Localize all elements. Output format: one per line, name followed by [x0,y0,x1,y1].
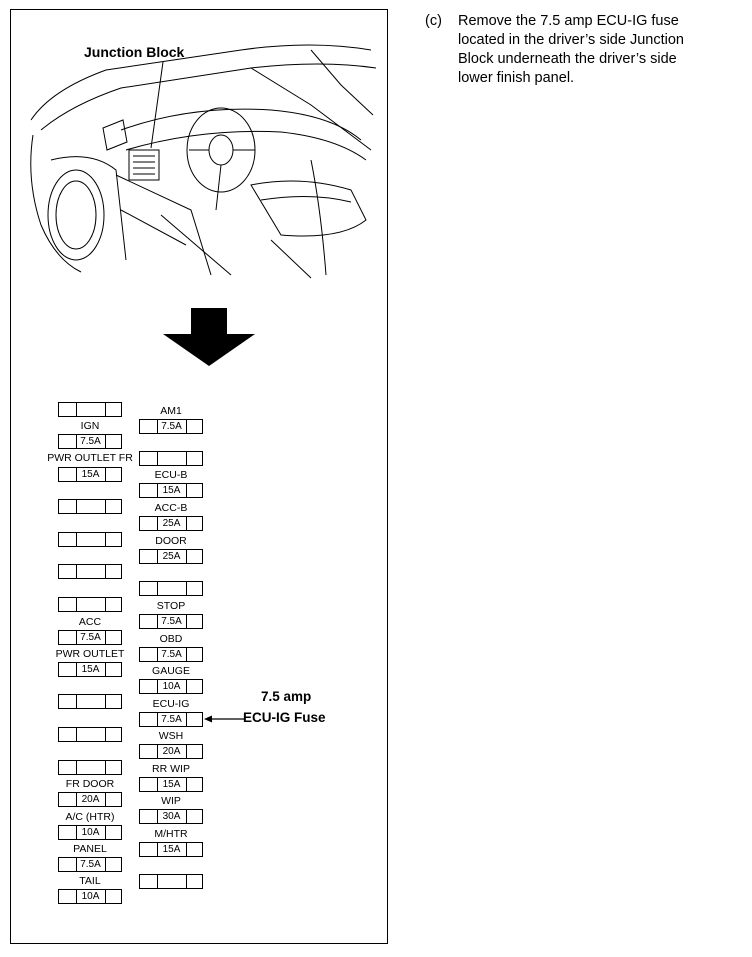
fuse-label-wip: WIP [161,795,181,807]
vehicle-interior-illustration [30,44,377,279]
junction-block-label: Junction Block [84,44,185,60]
fuse-label-stop: STOP [156,600,186,612]
fuse-label-ecu-b: ECU-B [154,469,188,481]
instruction-text: Remove the 7.5 amp ECU-IG fuse located i… [458,12,750,88]
callout-line1: 7.5 amp [261,689,312,704]
fuse-left-11 [58,727,122,742]
fuse-m-htr: 15A [139,842,203,857]
fuse-label-door: DOOR [155,535,187,547]
fuse-panel: 7.5A [58,857,122,872]
instruction-line-1: Remove the 7.5 amp ECU-IG fuse [458,13,679,29]
fuse-label-panel: PANEL [73,843,107,855]
callout-line2: ECU-IG Fuse [243,710,326,725]
fuse-label-obd: OBD [159,633,183,645]
fuse-left-1 [58,402,122,417]
fuse-pwr-outlet-fr: 15A [58,467,122,482]
fuse-left-5 [58,532,122,547]
step-number: (c) [425,13,442,29]
fuse-label-gauge: GAUGE [152,665,190,677]
fuse-right-6 [139,581,203,596]
fuse-left-12 [58,760,122,775]
down-arrow-icon [163,308,255,366]
callout-arrow-icon [204,715,244,723]
fuse-label-fr-door: FR DOOR [65,778,115,790]
instruction-line-3: Block underneath the driver’s side [458,51,677,67]
fuse-left-4 [58,499,122,514]
fuse-label-rr-wip: RR WIP [152,763,190,775]
fuse-label-ac-htr: A/C (HTR) [65,811,115,823]
fuse-gauge: 10A [139,679,203,694]
fuse-right-15 [139,874,203,889]
fuse-location-figure: Junction Block IGN 7.5A PWR OUTLET FR 15… [10,9,388,944]
fuse-label-pwr-outlet: PWR OUTLET [55,648,125,660]
fuse-label-am1: AM1 [160,405,182,417]
fuse-label-pwr-outlet-fr: PWR OUTLET FR [47,452,133,464]
fuse-stop: 7.5A [139,614,203,629]
fuse-left-10 [58,694,122,709]
fuse-label-acc-b: ACC-B [154,502,188,514]
fuse-ac-htr: 10A [58,825,122,840]
fuse-ecu-b: 15A [139,483,203,498]
fuse-wip: 30A [139,809,203,824]
fuse-pwr-outlet: 15A [58,662,122,677]
fuse-wsh: 20A [139,744,203,759]
fuse-label-acc: ACC [78,616,102,628]
fuse-left-6 [58,564,122,579]
fuse-ecu-ig: 7.5A [139,712,203,727]
fuse-fr-door: 20A [58,792,122,807]
fuse-label-wsh: WSH [158,730,184,742]
fuse-am1: 7.5A [139,419,203,434]
fuse-acc-b: 25A [139,516,203,531]
fuse-label-m-htr: M/HTR [154,828,188,840]
fuse-left-7 [58,597,122,612]
fuse-label-tail: TAIL [79,875,101,887]
instruction-line-4: lower finish panel. [458,70,575,86]
fuse-acc: 7.5A [58,630,122,645]
fuse-ign: 7.5A [58,434,122,449]
instruction-line-2: located in the driver’s side Junction [458,32,684,48]
fuse-obd: 7.5A [139,647,203,662]
fuse-door: 25A [139,549,203,564]
fuse-right-2 [139,451,203,466]
fuse-rr-wip: 15A [139,777,203,792]
fuse-tail: 10A [58,889,122,904]
fuse-label-ign: IGN [80,420,100,432]
fuse-label-ecu-ig: ECU-IG [152,698,190,710]
